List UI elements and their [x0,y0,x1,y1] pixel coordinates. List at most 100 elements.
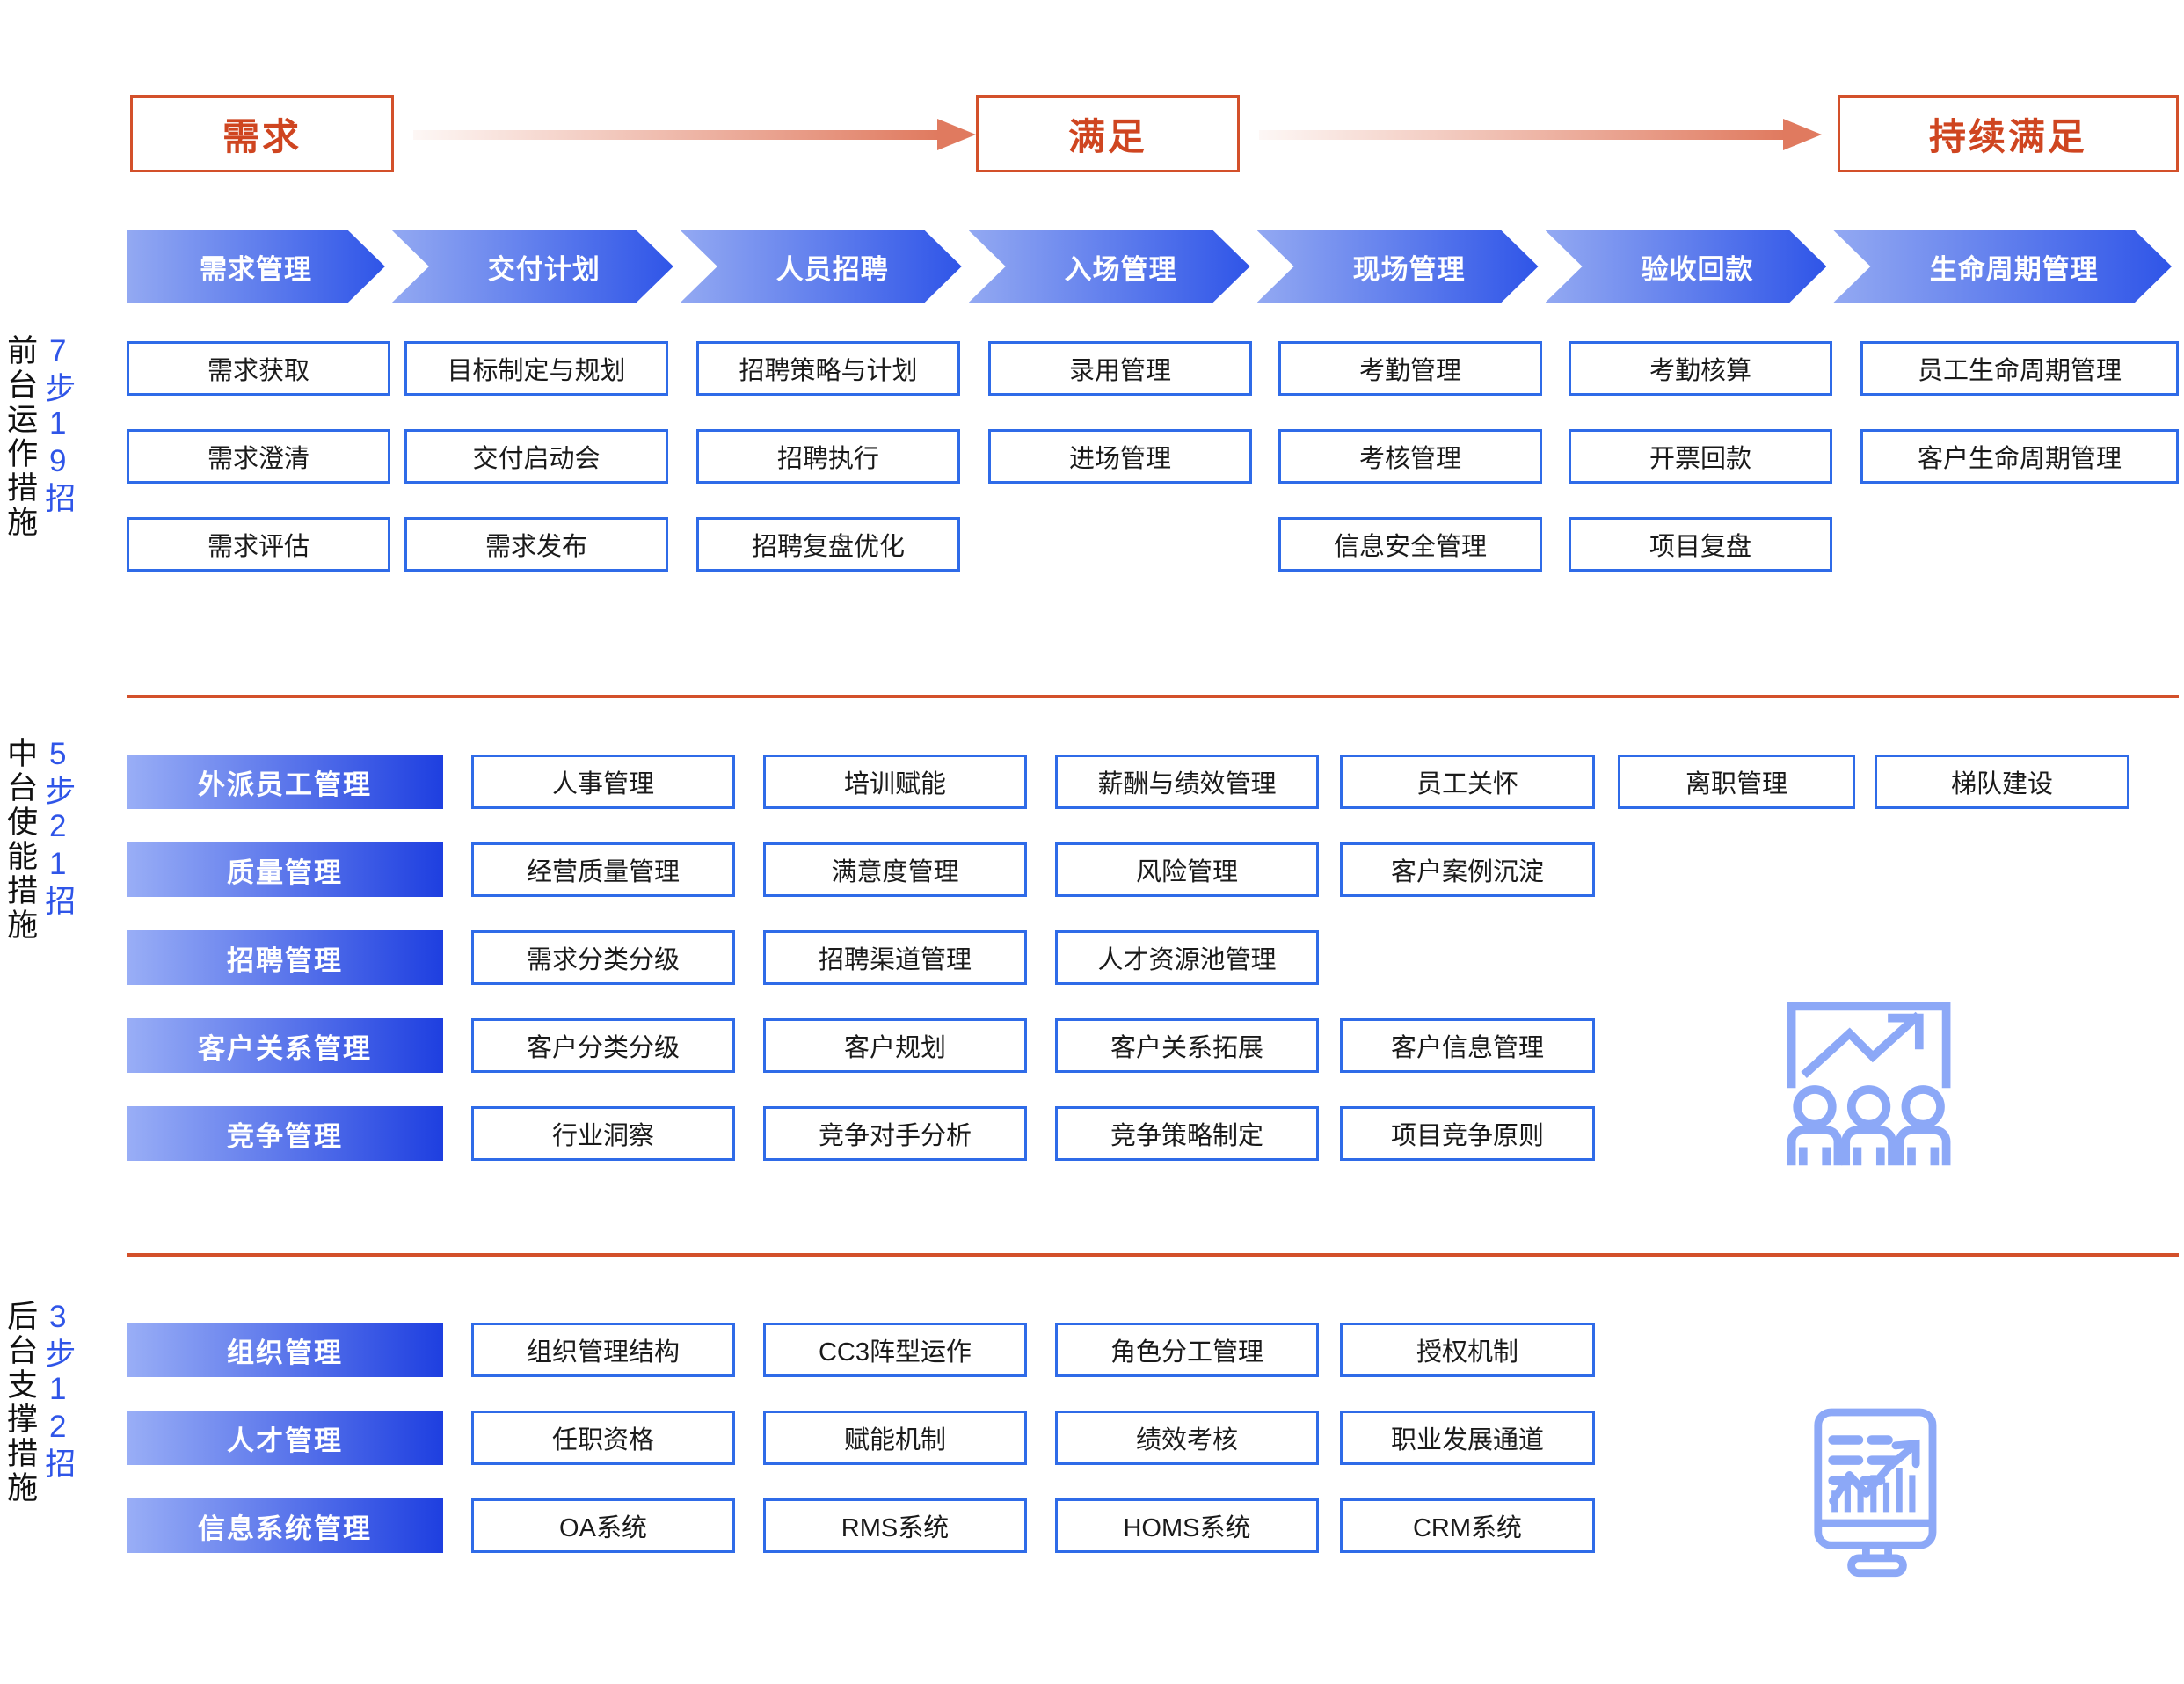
middle-platform-cell[interactable]: 客户案例沉淀 [1340,842,1595,897]
category-label[interactable]: 信息系统管理 [127,1498,443,1553]
front-office-column-5: 考勤核算 开票回款 项目复盘 [1569,341,1832,605]
front-office-column-2: 招聘策略与计划 招聘执行 招聘复盘优化 [696,341,960,605]
middle-platform-cell[interactable]: 客户信息管理 [1340,1018,1595,1073]
phase-label: 满足 [1067,115,1147,157]
middle-platform-cell[interactable]: 员工关怀 [1340,755,1595,809]
middle-platform-cell[interactable]: 需求分类分级 [471,930,735,985]
back-office-cell[interactable]: RMS系统 [763,1498,1027,1553]
front-office-cell[interactable]: 需求评估 [127,517,390,572]
arrow-shaft [1259,130,1785,140]
back-office-cell[interactable]: 授权机制 [1340,1323,1595,1377]
back-office-row-1: 人才管理 任职资格 赋能机制 绩效考核 职业发展通道 [127,1411,1595,1465]
phase-box-1: 满足 [976,95,1240,172]
front-office-cell[interactable]: 考核管理 [1278,429,1542,484]
front-office-cell[interactable]: 需求发布 [404,517,668,572]
back-office-cell[interactable]: CC3阵型运作 [763,1323,1027,1377]
front-office-cell[interactable]: 目标制定与规划 [404,341,668,396]
arrow-shaft [413,130,939,140]
front-office-cell[interactable]: 录用管理 [988,341,1252,396]
front-office-cell[interactable]: 考勤核算 [1569,341,1832,396]
middle-platform-row-2: 招聘管理 需求分类分级 招聘渠道管理 人才资源池管理 [127,930,1319,985]
front-office-column-3: 录用管理 进场管理 [988,341,1252,517]
category-label[interactable]: 客户关系管理 [127,1018,443,1073]
back-office-cell[interactable]: OA系统 [471,1498,735,1553]
monitor-bar-chart-icon [1785,1394,1969,1583]
phase-label: 需求 [222,115,302,157]
front-office-cell[interactable]: 考勤管理 [1278,341,1542,396]
category-label[interactable]: 质量管理 [127,842,443,897]
front-office-cell[interactable]: 开票回款 [1569,429,1832,484]
front-office-cell[interactable]: 进场管理 [988,429,1252,484]
middle-platform-cell[interactable]: 梯队建设 [1875,755,2129,809]
phase-box-2: 持续满足 [1838,95,2179,172]
process-step-4[interactable]: 现场管理 [1257,230,1539,303]
section-count: 3步12招 [40,1300,76,1482]
back-office-cell[interactable]: 组织管理结构 [471,1323,735,1377]
middle-platform-cell[interactable]: 客户关系拓展 [1055,1018,1319,1073]
front-office-cell[interactable]: 项目复盘 [1569,517,1832,572]
middle-platform-cell[interactable]: 客户分类分级 [471,1018,735,1073]
process-step-label: 需求管理 [199,253,312,285]
front-office-cell[interactable]: 员工生命周期管理 [1860,341,2179,396]
front-office-cell[interactable]: 需求澄清 [127,429,390,484]
section-title: 后台支撑措施 [3,1300,38,1505]
phase-arrow-1 [1259,119,1822,150]
back-office-cell[interactable]: 任职资格 [471,1411,735,1465]
middle-platform-cell[interactable]: 培训赋能 [763,755,1027,809]
front-office-cell[interactable]: 招聘复盘优化 [696,517,960,572]
front-office-cell[interactable]: 交付启动会 [404,429,668,484]
front-office-column-0: 需求获取 需求澄清 需求评估 [127,341,390,605]
phase-box-0: 需求 [130,95,394,172]
middle-platform-cell[interactable]: 行业洞察 [471,1106,735,1161]
middle-platform-cell[interactable]: 竞争策略制定 [1055,1106,1319,1161]
process-step-5[interactable]: 验收回款 [1546,230,1827,303]
front-office-cell[interactable]: 需求获取 [127,341,390,396]
middle-platform-cell[interactable]: 竞争对手分析 [763,1106,1027,1161]
back-office-cell[interactable]: 赋能机制 [763,1411,1027,1465]
process-step-0[interactable]: 需求管理 [127,230,385,303]
section-divider-1 [127,695,2179,698]
middle-platform-cell[interactable]: 人事管理 [471,755,735,809]
category-label[interactable]: 招聘管理 [127,930,443,985]
middle-platform-cell[interactable]: 风险管理 [1055,842,1319,897]
middle-platform-cell[interactable]: 离职管理 [1618,755,1855,809]
front-office-cell[interactable]: 招聘策略与计划 [696,341,960,396]
middle-platform-cell[interactable]: 满意度管理 [763,842,1027,897]
back-office-row-0: 组织管理 组织管理结构 CC3阵型运作 角色分工管理 授权机制 [127,1323,1595,1377]
process-step-3[interactable]: 入场管理 [969,230,1250,303]
process-step-6[interactable]: 生命周期管理 [1833,230,2172,303]
section-label-front-office: 前台运作措施 7步19招 [3,334,120,540]
section-count: 7步19招 [40,334,76,516]
middle-platform-cell[interactable]: 项目竞争原则 [1340,1106,1595,1161]
phase-arrow-0 [413,119,976,150]
back-office-cell[interactable]: 职业发展通道 [1340,1411,1595,1465]
presentation-chart-people-icon [1776,983,1969,1181]
category-label[interactable]: 组织管理 [127,1323,443,1377]
front-office-cell[interactable]: 招聘执行 [696,429,960,484]
back-office-cell[interactable]: CRM系统 [1340,1498,1595,1553]
back-office-cell[interactable]: 角色分工管理 [1055,1323,1319,1377]
category-label[interactable]: 竞争管理 [127,1106,443,1161]
back-office-cell[interactable]: HOMS系统 [1055,1498,1319,1553]
category-label[interactable]: 人才管理 [127,1411,443,1465]
back-office-cell[interactable]: 绩效考核 [1055,1411,1319,1465]
arrow-head [1783,119,1822,150]
section-title: 中台使能措施 [3,737,38,943]
process-step-row: 需求管理 交付计划 人员招聘 入场管理 现场管理 验收回款 生命周期管理 [127,230,2179,303]
process-step-1[interactable]: 交付计划 [392,230,673,303]
middle-platform-cell[interactable]: 薪酬与绩效管理 [1055,755,1319,809]
middle-platform-cell[interactable]: 招聘渠道管理 [763,930,1027,985]
middle-platform-cell[interactable]: 客户规划 [763,1018,1027,1073]
middle-platform-cell[interactable]: 经营质量管理 [471,842,735,897]
front-office-column-6: 员工生命周期管理 客户生命周期管理 [1860,341,2179,517]
process-step-2[interactable]: 人员招聘 [681,230,962,303]
front-office-cell[interactable]: 客户生命周期管理 [1860,429,2179,484]
section-label-middle-platform: 中台使能措施 5步21招 [3,737,120,943]
section-title: 前台运作措施 [3,334,38,540]
process-step-label: 入场管理 [1064,253,1177,285]
middle-platform-cell[interactable]: 人才资源池管理 [1055,930,1319,985]
process-step-label: 人员招聘 [775,253,889,285]
phase-label: 持续满足 [1928,115,2087,157]
category-label[interactable]: 外派员工管理 [127,755,443,809]
front-office-cell[interactable]: 信息安全管理 [1278,517,1542,572]
